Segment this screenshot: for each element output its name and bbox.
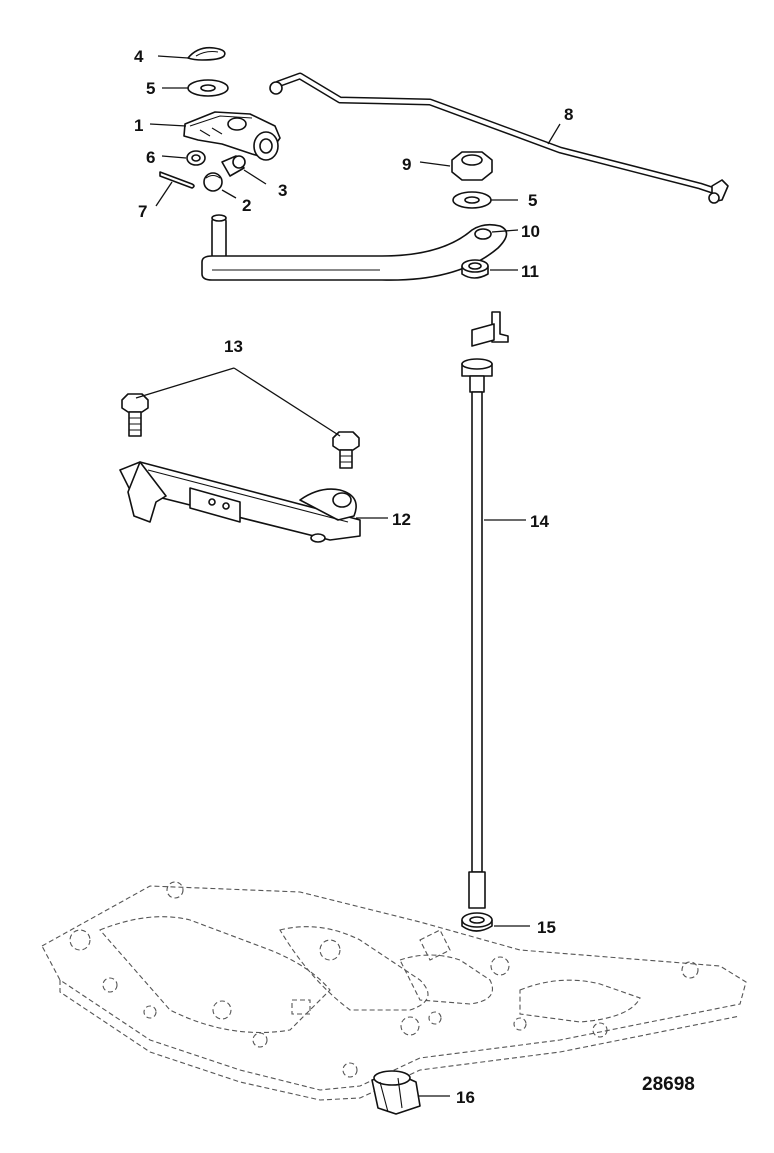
callout-13: 13 — [224, 337, 243, 356]
part-5-washer-upper — [187, 79, 229, 97]
callout-5-lower: 5 — [528, 191, 537, 210]
part-15-seal — [461, 912, 493, 932]
figure-number: 28698 — [642, 1074, 695, 1095]
part-3-bushing — [221, 155, 246, 177]
part-10-shift-arm — [201, 214, 508, 281]
part-14-shift-shaft — [461, 311, 509, 909]
callout-10: 10 — [521, 222, 540, 241]
callout-14: 14 — [530, 512, 549, 531]
callout-4: 4 — [134, 47, 144, 66]
part-11-bushing — [461, 259, 489, 279]
callout-15: 15 — [537, 918, 556, 937]
callout-2: 2 — [242, 196, 251, 215]
part-12-bracket — [119, 461, 361, 543]
part-4-clip — [187, 46, 226, 61]
gearcase-housing — [41, 881, 747, 1101]
callout-3: 3 — [278, 181, 287, 200]
callout-5-upper: 5 — [146, 79, 155, 98]
callout-12: 12 — [392, 510, 411, 529]
callout-6: 6 — [146, 148, 155, 167]
part-5-washer-lower — [452, 191, 492, 209]
part-1-lever — [183, 111, 281, 161]
part-2-pin — [203, 172, 223, 192]
callout-11: 11 — [521, 262, 539, 281]
callout-7: 7 — [138, 202, 147, 221]
leader-lines — [135, 55, 561, 1097]
part-16-plug — [371, 1070, 421, 1115]
callout-16: 16 — [456, 1088, 475, 1107]
callout-1: 1 — [134, 116, 143, 135]
part-9-locknut — [451, 151, 493, 181]
part-13-bolts — [121, 393, 360, 469]
callout-9: 9 — [402, 155, 411, 174]
part-7-cotter-pin — [159, 171, 195, 189]
callout-labels: 4 5 1 6 7 2 3 8 9 5 10 11 13 12 14 15 16… — [134, 47, 695, 1107]
part-6-washer — [186, 150, 206, 166]
callout-8: 8 — [564, 105, 573, 124]
part-8-shift-rod — [269, 72, 729, 204]
